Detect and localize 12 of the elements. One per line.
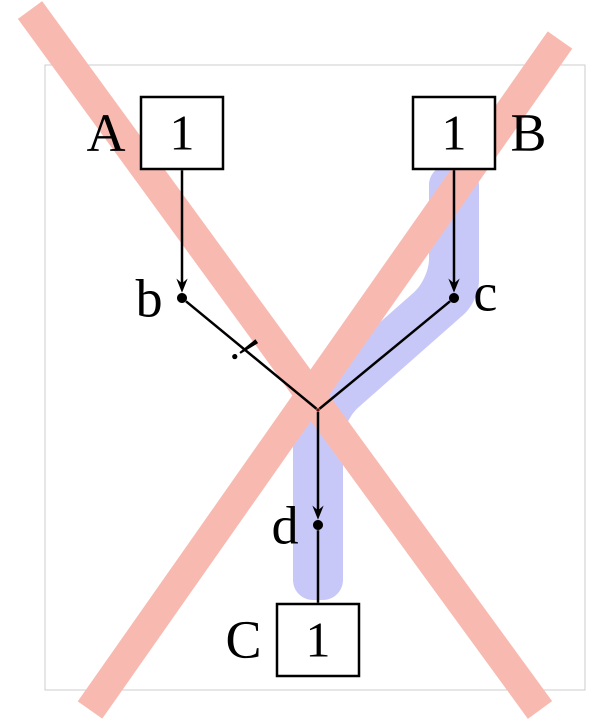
- node-label: B: [512, 115, 544, 151]
- node-dot: [313, 520, 323, 530]
- number-box: 1: [140, 96, 224, 170]
- number-box: 1: [412, 96, 496, 170]
- node-label: A: [87, 115, 126, 151]
- node-label: b: [136, 279, 161, 317]
- number-box: 1: [276, 602, 360, 678]
- node-dot: [177, 293, 187, 303]
- node-dot: [449, 293, 459, 303]
- node-label: d: [274, 506, 298, 544]
- node-label: c: [475, 285, 496, 311]
- node-label: C: [228, 622, 259, 658]
